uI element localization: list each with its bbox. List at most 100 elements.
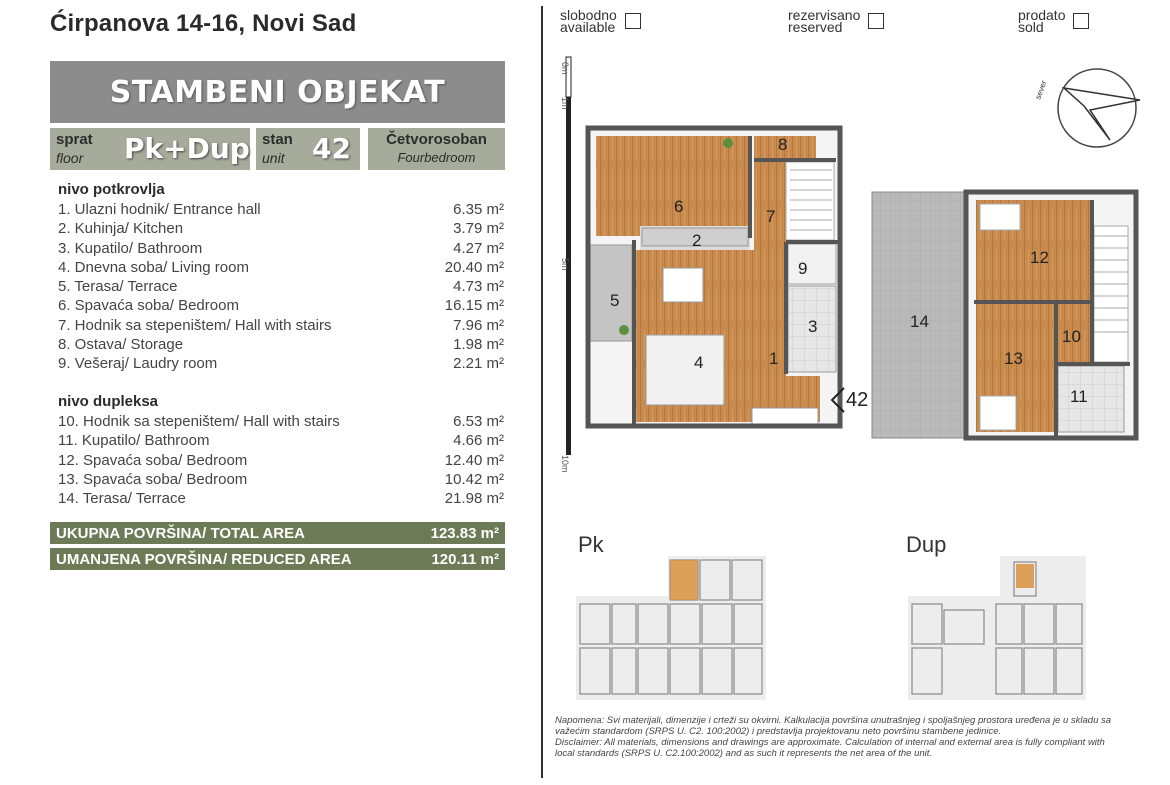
vertical-divider — [541, 6, 543, 778]
unit-label-en: unit — [262, 150, 285, 166]
room-row: 1. Ulazni hodnik/ Entrance hall 6.35 m² — [58, 200, 504, 219]
floor-box: sprat floor Pk+Dup — [50, 128, 250, 170]
room-area: 7.96 m² — [453, 316, 504, 334]
scale-1m: 1m — [560, 97, 570, 110]
unit-info-row: sprat floor Pk+Dup stan unit 42 Četvoros… — [50, 128, 505, 170]
room-area: 3.79 m² — [453, 220, 504, 238]
key-plan-pk — [576, 556, 766, 700]
reduced-area-label: UMANJENA POVRŠINA/ REDUCED AREA — [56, 550, 352, 568]
compass-north-label: sever — [1033, 79, 1048, 101]
status-reserved-label-en: reserved — [788, 19, 843, 35]
building-type-banner: STAMBENI OBJEKAT — [50, 61, 505, 123]
scale-10m: 10m — [560, 455, 570, 473]
address-title: Ćirpanova 14-16, Novi Sad — [50, 10, 357, 37]
room-row: 4. Dnevna soba/ Living room 20.40 m² — [58, 258, 504, 277]
room-area: 2.21 m² — [453, 355, 504, 373]
key-plan-pk-label: Pk — [578, 532, 604, 557]
room-area: 6.35 m² — [453, 201, 504, 218]
room-number-13: 13 — [1004, 349, 1023, 368]
unit-value: 42 — [312, 132, 351, 165]
room-number-12: 12 — [1030, 248, 1049, 267]
room-row: 3. Kupatilo/ Bathroom 4.27 m² — [58, 239, 504, 258]
unit-label: stan — [262, 131, 293, 148]
room-number-11: 11 — [1070, 387, 1088, 406]
room-area: 10.42 m² — [444, 470, 504, 488]
reduced-area-bar: UMANJENA POVRŠINA/ REDUCED AREA 120.11 m… — [50, 548, 505, 570]
attic-level-title: nivo potkrovlja — [58, 181, 165, 198]
compass-icon: sever — [1033, 68, 1141, 148]
scale-bar: 0m 1m 5m 10m — [560, 56, 572, 473]
room-name: 9. Vešeraj/ Laudry room — [58, 355, 218, 373]
room-number-4: 4 — [694, 353, 703, 372]
total-area-label: UKUPNA POVRŠINA/ TOTAL AREA — [56, 524, 305, 542]
sold-checkbox[interactable] — [1073, 13, 1090, 29]
room-name: 8. Ostava/ Storage — [58, 336, 184, 354]
room-name: 11. Kupatilo/ Bathroom — [58, 432, 210, 450]
unit-box: stan unit 42 — [256, 128, 360, 170]
room-number-8: 8 — [778, 135, 787, 154]
room-name: 1. Ulazni hodnik/ Entrance hall — [58, 201, 261, 218]
duplex-level-title: nivo dupleksa — [58, 393, 159, 410]
room-number-14: 14 — [910, 312, 929, 331]
apartment-type-en: Fourbedroom — [397, 150, 476, 165]
room-row: 7. Hodnik sa stepeništem/ Hall with stai… — [58, 316, 504, 335]
room-row: 13. Spavaća soba/ Bedroom 10.42 m² — [58, 470, 504, 489]
room-name: 4. Dnevna soba/ Living room — [58, 258, 249, 276]
room-name: 12. Spavaća soba/ Bedroom — [58, 451, 248, 469]
room-area: 21.98 m² — [444, 490, 504, 508]
room-row: 6. Spavaća soba/ Bedroom 16.15 m² — [58, 296, 504, 315]
unit-marker-label: 42 — [846, 389, 868, 411]
room-area: 20.40 m² — [444, 258, 504, 276]
room-name: 10. Hodnik sa stepeništem/ Hall with sta… — [58, 413, 340, 430]
room-area: 12.40 m² — [444, 451, 504, 469]
room-area: 1.98 m² — [453, 336, 504, 354]
room-row: 5. Terasa/ Terrace 4.73 m² — [58, 277, 504, 296]
room-area: 6.53 m² — [453, 413, 504, 430]
apartment-type-box: Četvorosoban Fourbedroom — [368, 128, 505, 170]
room-number-9: 9 — [798, 259, 807, 278]
status-sold-label: prodato — [1018, 7, 1066, 23]
floor-label: sprat — [56, 131, 93, 148]
floor-value: Pk+Dup — [124, 132, 250, 165]
room-row: 12. Spavaća soba/ Bedroom 12.40 m² — [58, 451, 504, 470]
room-row: 8. Ostava/ Storage 1.98 m² — [58, 335, 504, 354]
room-number-7: 7 — [766, 207, 775, 226]
room-row: 9. Vešeraj/ Laudry room 2.21 m² — [58, 354, 504, 373]
room-name: 6. Spavaća soba/ Bedroom — [58, 297, 239, 315]
room-number-5: 5 — [610, 291, 619, 310]
room-name: 7. Hodnik sa stepeništem/ Hall with stai… — [58, 316, 332, 334]
room-area: 4.27 m² — [453, 239, 504, 257]
room-name: 2. Kuhinja/ Kitchen — [58, 220, 184, 238]
reduced-area-value: 120.11 m² — [431, 550, 499, 568]
duplex-room-list: nivo dupleksa 10. Hodnik sa stepeništem/… — [58, 393, 504, 508]
note-serbian: Napomena: Svi materijali, dimenzije i cr… — [555, 715, 1112, 737]
reserved-checkbox[interactable] — [868, 13, 885, 29]
note-english: Disclaimer: All materials, dimensions an… — [555, 737, 1105, 759]
key-plan-dup-label: Dup — [906, 532, 947, 557]
status-reserved-label: rezervisano — [788, 7, 861, 23]
attic-room-list: nivo potkrovlja 1. Ulazni hodnik/ Entran… — [58, 181, 504, 374]
room-name: 14. Terasa/ Terrace — [58, 490, 186, 508]
scale-0m: 0m — [560, 62, 570, 75]
room-row: 14. Terasa/ Terrace 21.98 m² — [58, 489, 504, 508]
scale-5m: 5m — [560, 258, 570, 271]
room-area: 4.73 m² — [453, 278, 504, 296]
room-number-2: 2 — [692, 231, 701, 250]
apartment-type: Četvorosoban — [386, 131, 487, 148]
status-available-label-en: available — [560, 19, 616, 35]
room-number-10: 10 — [1062, 327, 1081, 346]
room-name: 3. Kupatilo/ Bathroom — [58, 239, 203, 257]
floor-label-en: floor — [56, 150, 84, 166]
room-area: 16.15 m² — [444, 297, 504, 315]
room-name: 5. Terasa/ Terrace — [58, 278, 178, 296]
room-name: 13. Spavaća soba/ Bedroom — [58, 470, 248, 488]
disclaimer: Napomena: Svi materijali, dimenzije i cr… — [555, 715, 1125, 759]
room-numbers: 1 2 3 4 5 6 7 8 9 10 11 12 13 14 42 — [610, 135, 1088, 411]
room-number-1: 1 — [769, 349, 778, 368]
room-row: 11. Kupatilo/ Bathroom 4.66 m² — [58, 431, 504, 450]
room-area: 4.66 m² — [453, 432, 504, 450]
available-checkbox[interactable] — [624, 13, 641, 29]
